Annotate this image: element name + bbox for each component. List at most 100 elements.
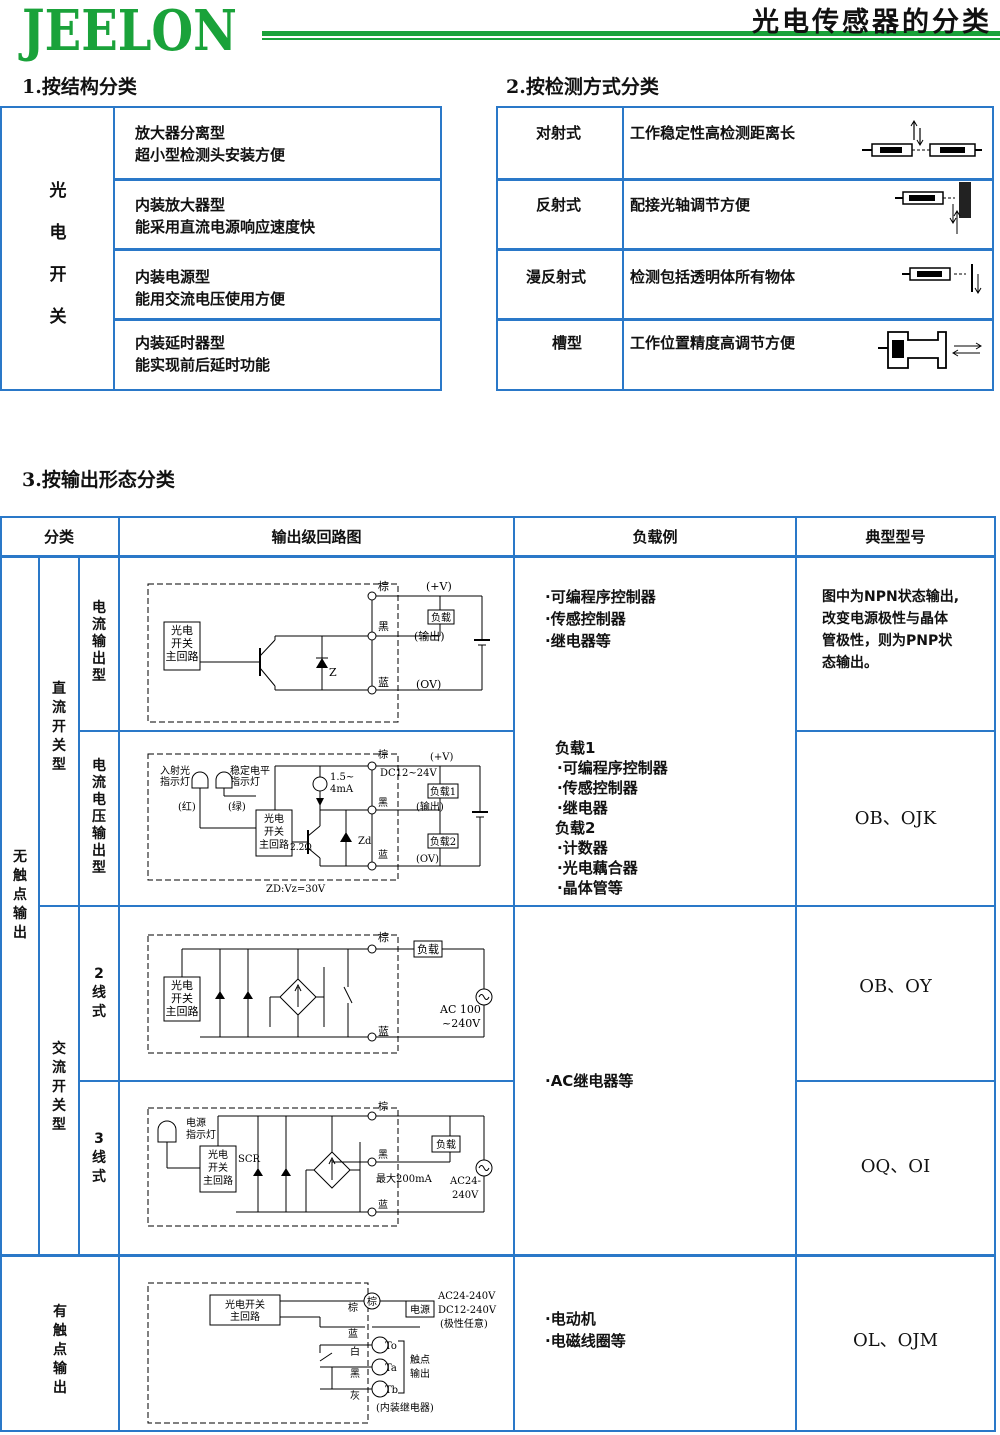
svg-text:光电开关: 光电开关: [225, 1298, 265, 1311]
svg-text:负载: 负载: [417, 942, 439, 956]
svg-text:开关: 开关: [264, 825, 284, 838]
header-model: 典型型号: [865, 528, 926, 546]
svg-text:主回路: 主回路: [259, 838, 289, 851]
detection-desc-4: 工作位置精度高调节方便: [630, 334, 796, 352]
svg-text:白: 白: [350, 1345, 360, 1358]
detection-type-3: 漫反射式: [526, 268, 587, 286]
svg-text:蓝: 蓝: [378, 1199, 388, 1211]
svg-text:AC24-240V: AC24-240V: [437, 1291, 496, 1302]
svg-text:指示灯: 指示灯: [186, 1128, 216, 1141]
svg-text:(OV): (OV): [416, 678, 441, 691]
load-list-voltage: 负载1 ·可编程序控制器 ·传感控制器 ·继电器 负载2 ·计数器 ·光电藕合器…: [555, 739, 668, 897]
svg-text:负载: 负载: [436, 1138, 456, 1151]
svg-text:(内装继电器): (内装继电器): [376, 1401, 434, 1414]
load-ac: ·AC继电器等: [545, 1072, 634, 1090]
svg-text:SCR: SCR: [238, 1154, 261, 1165]
svg-text:棕: 棕: [378, 1100, 388, 1113]
svg-text:黑: 黑: [350, 1368, 360, 1380]
header-load: 负载例: [632, 528, 678, 546]
svg-text:(极性任意): (极性任意): [440, 1317, 488, 1330]
svg-text:稳定电平: 稳定电平: [230, 764, 270, 777]
slot-sensor-icon: [878, 331, 982, 369]
label-dc-switch: 直流开关型: [52, 681, 66, 773]
svg-text:负载1: 负载1: [430, 785, 456, 798]
svg-text:(OV): (OV): [416, 854, 439, 865]
svg-text:蓝: 蓝: [378, 849, 388, 861]
page-title: 光电传感器的分类: [752, 7, 992, 38]
header-rule-thick: [262, 31, 1000, 36]
svg-text:输出: 输出: [410, 1367, 430, 1380]
svg-text:主回路: 主回路: [230, 1310, 260, 1323]
svg-text:光电: 光电: [264, 812, 284, 825]
structure-row-2: 内装放大器型能采用直流电源响应速度快: [135, 196, 316, 236]
structure-row-3: 内装电源型能用交流电压使用方便: [135, 268, 286, 308]
svg-text:蓝: 蓝: [378, 676, 389, 689]
model-relay: OL、OJM: [852, 1330, 939, 1351]
svg-text:蓝: 蓝: [348, 1328, 358, 1340]
svg-text:黑: 黑: [378, 797, 388, 809]
thru-beam-sensor-icon: [862, 120, 982, 157]
svg-text:棕: 棕: [378, 930, 389, 944]
svg-text:黑: 黑: [378, 1149, 388, 1161]
model-dc: OB、OJK: [854, 808, 937, 829]
diffuse-sensor-icon: [902, 264, 982, 294]
svg-text:电源: 电源: [410, 1303, 430, 1316]
svg-text:棕: 棕: [378, 748, 388, 761]
load-list-current: ·可编程序控制器·传感控制器·继电器等: [545, 588, 656, 650]
model-ac-2wire: OB、OY: [859, 976, 932, 997]
svg-text:(+V): (+V): [426, 580, 452, 593]
label-contact-output: 有触点输出: [53, 1304, 67, 1396]
circuit-ac-3wire: 电源 指示灯 光电 开关 主回路 SCR 负载 棕 黑 最大200mA 蓝 AC…: [147, 1100, 493, 1227]
svg-text:光电: 光电: [171, 623, 193, 637]
detection-desc-2: 配接光轴调节方便: [630, 196, 751, 214]
svg-text:(输出): (输出): [414, 629, 445, 643]
svg-text:DC12~24V: DC12~24V: [380, 768, 437, 779]
load-list-relay: ·电动机·电磁线圈等: [545, 1310, 626, 1350]
svg-text:Z: Z: [329, 666, 337, 679]
svg-text:1.5~: 1.5~: [330, 772, 354, 783]
svg-text:主回路: 主回路: [166, 650, 199, 663]
svg-text:蓝: 蓝: [378, 1025, 389, 1038]
svg-text:触点: 触点: [410, 1353, 430, 1366]
label-voltage-output: 电流电压输出型: [92, 758, 106, 876]
svg-text:2.2Ω: 2.2Ω: [290, 843, 312, 853]
svg-text:Zd: Zd: [358, 836, 372, 847]
svg-text:指示灯: 指示灯: [230, 775, 260, 788]
header-circuit: 输出级回路图: [271, 528, 362, 546]
logo-text: JEELON: [18, 0, 237, 64]
model-ac-3wire: OQ、OI: [860, 1156, 931, 1177]
label-current-output: 电流输出型: [92, 600, 106, 684]
svg-text:负载: 负载: [431, 611, 451, 624]
svg-text:4mA: 4mA: [330, 784, 354, 795]
svg-text:棕: 棕: [348, 1301, 358, 1314]
svg-text:(红): (红): [178, 800, 196, 813]
svg-text:DC12-240V: DC12-240V: [438, 1305, 497, 1316]
svg-text:ZD:Vz=30V: ZD:Vz=30V: [266, 884, 326, 895]
svg-text:指示灯: 指示灯: [160, 775, 190, 788]
svg-text:入射光: 入射光: [160, 764, 190, 777]
svg-text:Ta: Ta: [385, 1363, 397, 1374]
section3-title: 3.按输出形态分类: [22, 469, 175, 491]
svg-text:开关: 开关: [208, 1161, 228, 1174]
model-note: 图中为NPN状态输出,改变电源极性与晶体管极性，则为PNP状态输出。: [822, 589, 960, 671]
svg-text:灰: 灰: [350, 1389, 360, 1402]
detection-desc-1: 工作稳定性高检测距离长: [630, 124, 796, 142]
svg-text:~240V: ~240V: [442, 1017, 481, 1030]
svg-text:棕: 棕: [367, 1295, 377, 1308]
output-table: [0, 516, 996, 1432]
retro-reflective-sensor-icon: [895, 182, 971, 234]
structure-row-4: 内装延时器型能实现前后延时功能: [135, 334, 271, 374]
detection-desc-3: 检测包括透明体所有物体: [630, 268, 796, 286]
svg-text:开关: 开关: [171, 636, 193, 650]
svg-text:Tb: Tb: [385, 1385, 398, 1396]
svg-text:电源: 电源: [186, 1116, 206, 1129]
svg-text:最大200mA: 最大200mA: [376, 1172, 433, 1185]
svg-text:主回路: 主回路: [166, 1005, 199, 1018]
structure-side-label: 光电开关: [49, 181, 67, 327]
svg-text:(输出): (输出): [416, 800, 444, 813]
section1-title: 1.按结构分类: [22, 76, 137, 98]
svg-text:光电: 光电: [208, 1148, 228, 1161]
header-rule-thin: [262, 38, 1000, 40]
